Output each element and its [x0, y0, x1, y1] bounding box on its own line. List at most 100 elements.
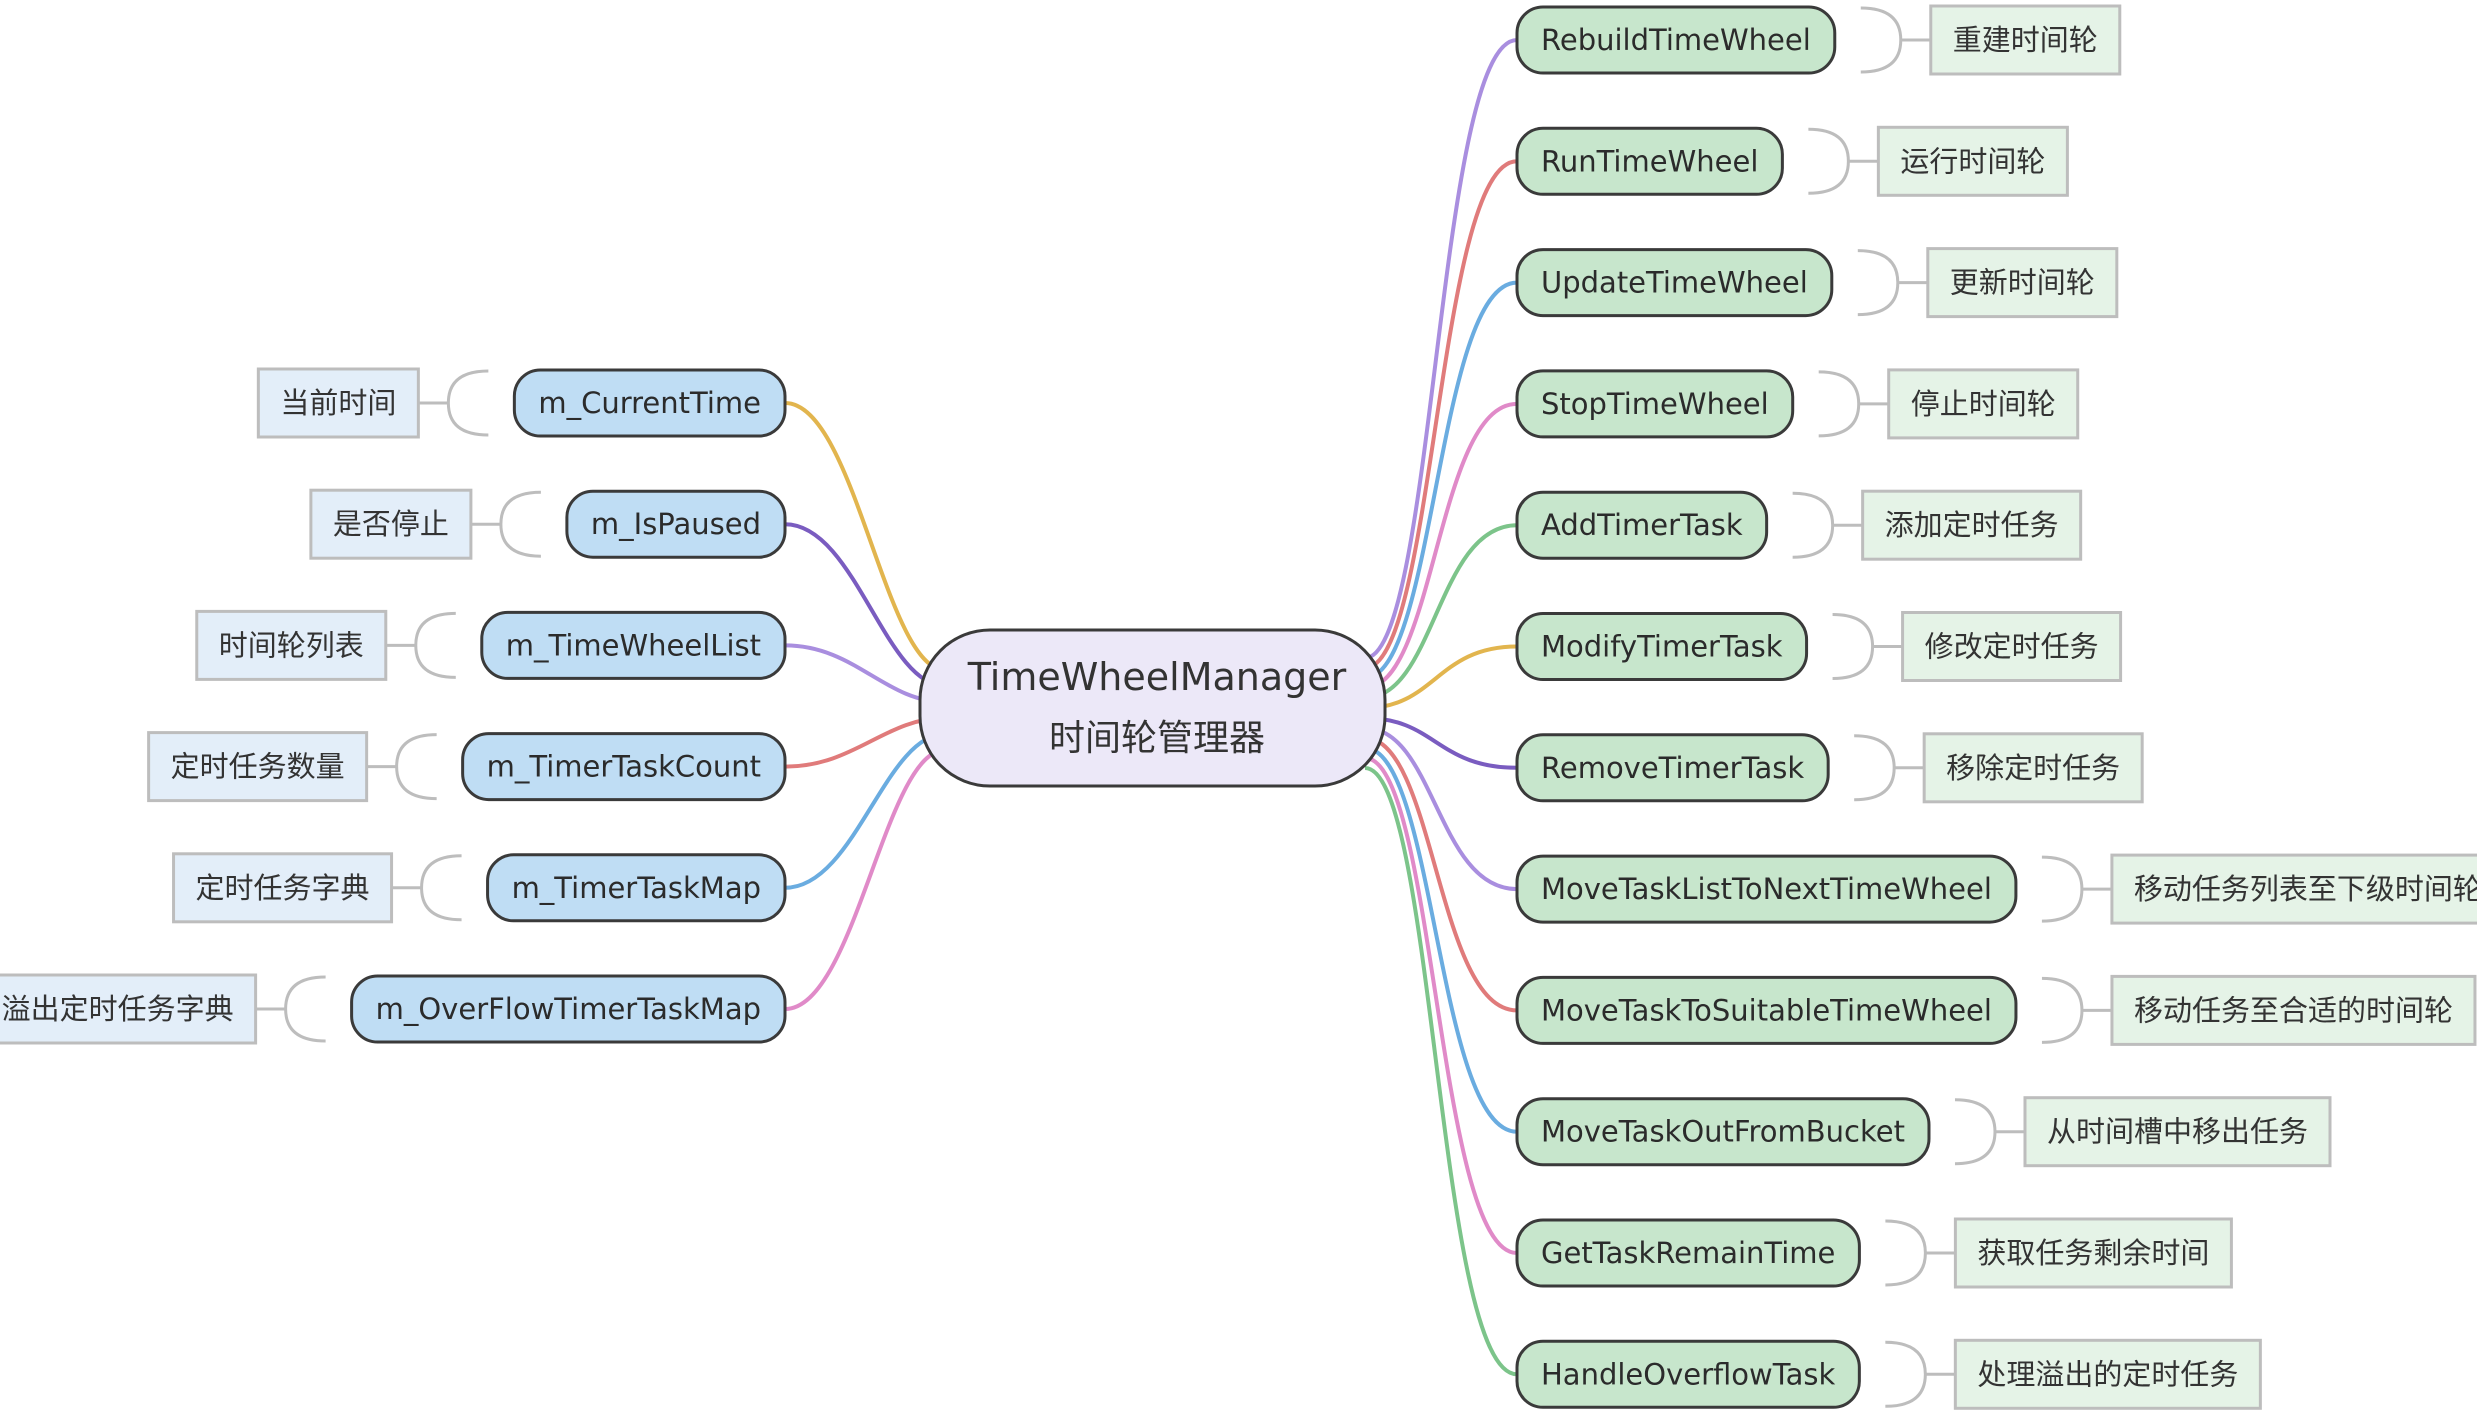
desc-box: [1926, 247, 2119, 319]
method-box[interactable]: [1515, 369, 1795, 439]
desc-text: 移动任务至合适的时间轮: [2134, 993, 2453, 1027]
edge-root-to-move-task-to-suitable-time-wheel: [1364, 736, 1518, 1013]
field-box[interactable]: [350, 974, 787, 1044]
desc-text: 从时间槽中移出任务: [2047, 1115, 2308, 1149]
method-node-move-task-to-suitable-time-wheel[interactable]: MoveTaskToSuitableTimeWheel: [1515, 975, 2018, 1045]
desc-box: [1876, 125, 2069, 197]
field-label: m_CurrentTime: [538, 386, 761, 420]
method-label: RebuildTimeWheel: [1541, 23, 1811, 57]
edge-root-to-m-over-flow-timer-task-map: [784, 748, 946, 1011]
method-node-get-task-remain-time[interactable]: GetTaskRemainTime: [1515, 1218, 1861, 1288]
method-box[interactable]: [1515, 612, 1809, 681]
method-node-remove-timer-task[interactable]: RemoveTimerTask: [1515, 733, 1830, 803]
edge-root-to-move-task-out-from-bucket: [1364, 746, 1518, 1134]
field-box[interactable]: [486, 853, 787, 923]
method-node-handle-overflow-task[interactable]: HandleOverflowTask: [1515, 1339, 1861, 1409]
desc-box: [1861, 489, 2083, 561]
method-box[interactable]: [1515, 1339, 1861, 1409]
desc-bracket: [385, 611, 456, 679]
field-label: m_TimerTaskMap: [512, 871, 761, 905]
method-node-stop-time-wheel[interactable]: StopTimeWheel: [1515, 369, 1795, 439]
method-node-modify-timer-task[interactable]: ModifyTimerTask: [1515, 612, 1809, 681]
method-desc-stop-time-wheel: 停止时间轮: [1887, 368, 2080, 440]
edge-root-to-handle-overflow-task: [1364, 766, 1518, 1377]
field-node-m-time-wheel-list[interactable]: m_TimeWheelList: [480, 610, 787, 680]
field-node-m-is-paused[interactable]: m_IsPaused: [565, 489, 787, 559]
method-node-move-task-list-to-next-time-wheel[interactable]: MoveTaskListToNextTimeWheel: [1515, 854, 2018, 924]
method-box[interactable]: [1515, 126, 1784, 196]
field-desc-m-timer-task-count: 定时任务数量: [147, 731, 369, 803]
method-desc-run-time-wheel: 运行时间轮: [1876, 125, 2069, 197]
edge-root-to-move-task-list-to-next-time-wheel: [1364, 726, 1518, 892]
method-label: StopTimeWheel: [1541, 387, 1769, 421]
method-box[interactable]: [1515, 975, 2018, 1045]
desc-text: 更新时间轮: [1950, 266, 2095, 300]
desc-box: [1922, 732, 2144, 804]
method-node-move-task-out-from-bucket[interactable]: MoveTaskOutFromBucket: [1515, 1097, 1931, 1167]
method-box[interactable]: [1515, 490, 1769, 560]
desc-bracket: [1792, 491, 1863, 559]
field-desc-m-time-wheel-list: 时间轮列表: [195, 609, 388, 681]
desc-text: 运行时间轮: [1900, 144, 2045, 178]
desc-text: 是否停止: [333, 507, 449, 541]
method-node-update-time-wheel[interactable]: UpdateTimeWheel: [1515, 248, 1834, 318]
field-label: m_TimerTaskCount: [487, 750, 761, 784]
field-label: m_TimeWheelList: [506, 628, 761, 662]
desc-bracket: [1857, 249, 1928, 317]
desc-box: [2023, 1096, 2332, 1168]
desc-box: [309, 488, 473, 560]
desc-text: 处理溢出的定时任务: [1977, 1357, 2238, 1391]
desc-box: [195, 609, 388, 681]
desc-bracket: [470, 490, 541, 558]
root-node-box[interactable]: [918, 628, 1387, 788]
desc-box: [2110, 974, 2477, 1046]
desc-bracket: [1818, 370, 1889, 438]
desc-box: [172, 852, 394, 924]
method-box[interactable]: [1515, 248, 1834, 318]
desc-bracket: [1854, 734, 1925, 802]
desc-text: 当前时间: [280, 386, 396, 420]
desc-text: 移除定时任务: [1946, 751, 2120, 785]
field-node-m-current-time[interactable]: m_CurrentTime: [512, 368, 787, 438]
field-box[interactable]: [512, 368, 787, 438]
field-node-m-timer-task-map[interactable]: m_TimerTaskMap: [486, 853, 787, 923]
field-desc-m-current-time: 当前时间: [256, 367, 420, 439]
method-box[interactable]: [1515, 1097, 1931, 1167]
method-label: MoveTaskOutFromBucket: [1541, 1115, 1905, 1149]
desc-bracket: [2041, 855, 2112, 923]
edge-root-to-run-time-wheel: [1364, 159, 1518, 670]
desc-bracket: [1860, 6, 1931, 74]
method-node-rebuild-time-wheel[interactable]: RebuildTimeWheel: [1515, 5, 1837, 75]
desc-box: [1953, 1217, 2233, 1289]
method-node-add-timer-task[interactable]: AddTimerTask: [1515, 490, 1769, 560]
root-subtitle: 时间轮管理器: [1049, 718, 1265, 759]
field-node-m-timer-task-count[interactable]: m_TimerTaskCount: [461, 732, 787, 802]
method-box[interactable]: [1515, 733, 1830, 803]
method-label: RemoveTimerTask: [1541, 751, 1804, 785]
edge-root-to-m-current-time: [784, 401, 946, 672]
method-box[interactable]: [1515, 1218, 1861, 1288]
field-box[interactable]: [461, 732, 787, 802]
field-box[interactable]: [480, 610, 787, 680]
field-box[interactable]: [565, 489, 787, 559]
desc-bracket: [255, 975, 326, 1043]
method-node-run-time-wheel[interactable]: RunTimeWheel: [1515, 126, 1784, 196]
field-node-m-over-flow-timer-task-map[interactable]: m_OverFlowTimerTaskMap: [350, 974, 787, 1044]
desc-box: [147, 731, 369, 803]
desc-bracket: [366, 733, 437, 801]
root-node[interactable]: TimeWheelManager 时间轮管理器: [918, 628, 1387, 788]
method-label: RunTimeWheel: [1541, 144, 1758, 178]
edges: [255, 6, 2112, 1408]
method-box[interactable]: [1515, 854, 2018, 924]
method-label: MoveTaskToSuitableTimeWheel: [1541, 993, 1992, 1027]
method-box[interactable]: [1515, 5, 1837, 75]
edge-root-to-stop-time-wheel: [1364, 401, 1518, 690]
method-label: AddTimerTask: [1541, 508, 1743, 542]
desc-bracket: [1885, 1219, 1956, 1287]
desc-bracket: [418, 369, 489, 437]
edge-root-to-remove-timer-task: [1364, 716, 1518, 770]
edge-root-to-m-is-paused: [784, 522, 946, 688]
